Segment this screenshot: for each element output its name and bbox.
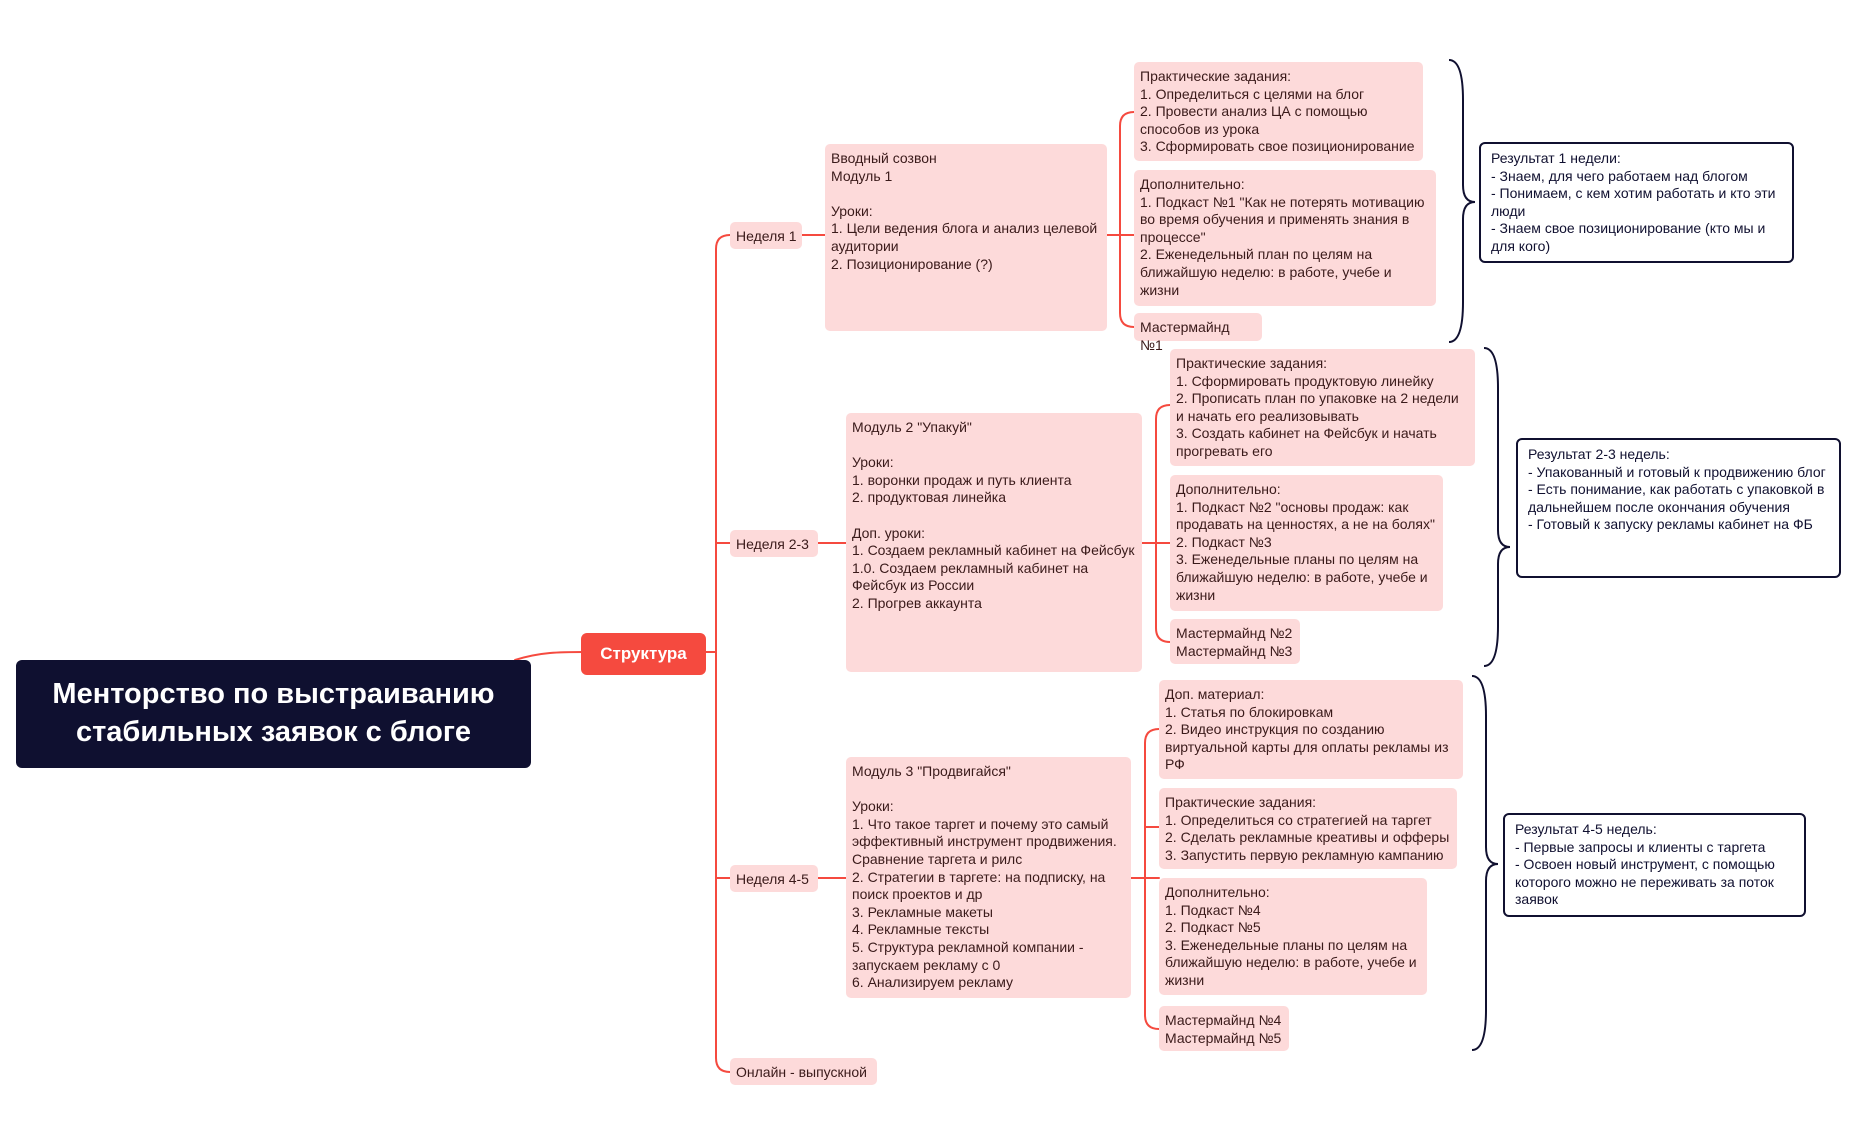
bracket-week23 <box>1483 347 1511 667</box>
connector-trunk <box>715 234 731 1073</box>
result-week-1-box[interactable]: Результат 1 недели: - Знаем, для чего ра… <box>1479 142 1794 263</box>
week-2-3-node[interactable]: Неделя 2-3 <box>730 530 818 557</box>
week-1-mastermind-node[interactable]: Мастермайнд №1 <box>1134 313 1262 353</box>
week-4-5-module-node[interactable]: Модуль 3 "Продвигайся" Уроки: 1. Что так… <box>846 757 1131 998</box>
connector-root-hub <box>514 651 586 661</box>
week-4-5-material-node[interactable]: Доп. материал: 1. Статья по блокировкам … <box>1159 680 1463 779</box>
week-4-5-practice-node[interactable]: Практические задания: 1. Определиться со… <box>1159 788 1457 869</box>
result-week-4-5-box[interactable]: Результат 4-5 недель: - Первые запросы и… <box>1503 813 1806 917</box>
week-1-node[interactable]: Неделя 1 <box>730 222 802 249</box>
week-1-extra-node[interactable]: Дополнительно: 1. Подкаст №1 "Как не пот… <box>1134 170 1436 306</box>
bracket-week45 <box>1471 675 1499 1051</box>
connector-week23-items <box>1141 404 1171 643</box>
connector-week1-items <box>1105 111 1135 328</box>
week-2-3-practice-node[interactable]: Практические задания: 1. Сформировать пр… <box>1170 349 1475 466</box>
week-4-5-mastermind-node[interactable]: Мастермайнд №4 Мастермайнд №5 <box>1159 1006 1289 1051</box>
week-1-module-node[interactable]: Вводный созвон Модуль 1 Уроки: 1. Цели в… <box>825 144 1107 331</box>
week-1-practice-node[interactable]: Практические задания: 1. Определиться с … <box>1134 62 1423 161</box>
bracket-week1 <box>1448 59 1476 343</box>
week-4-5-extra-node[interactable]: Дополнительно: 1. Подкаст №4 2. Подкаст … <box>1159 878 1427 995</box>
week-2-3-extra-node[interactable]: Дополнительно: 1. Подкаст №2 "основы про… <box>1170 475 1443 611</box>
connector-week45-items <box>1130 728 1160 1030</box>
graduation-node[interactable]: Онлайн - выпускной <box>730 1058 877 1085</box>
week-4-5-node[interactable]: Неделя 4-5 <box>730 865 818 892</box>
week-2-3-module-node[interactable]: Модуль 2 "Упакуй" Уроки: 1. воронки прод… <box>846 413 1142 672</box>
result-week-2-3-box[interactable]: Результат 2-3 недель: - Упакованный и го… <box>1516 438 1841 578</box>
hub-topic[interactable]: Структура <box>581 633 706 675</box>
root-topic[interactable]: Менторство по выстраиванию стабильных за… <box>16 660 531 768</box>
week-2-3-mastermind-node[interactable]: Мастермайнд №2 Мастермайнд №3 <box>1170 619 1300 664</box>
